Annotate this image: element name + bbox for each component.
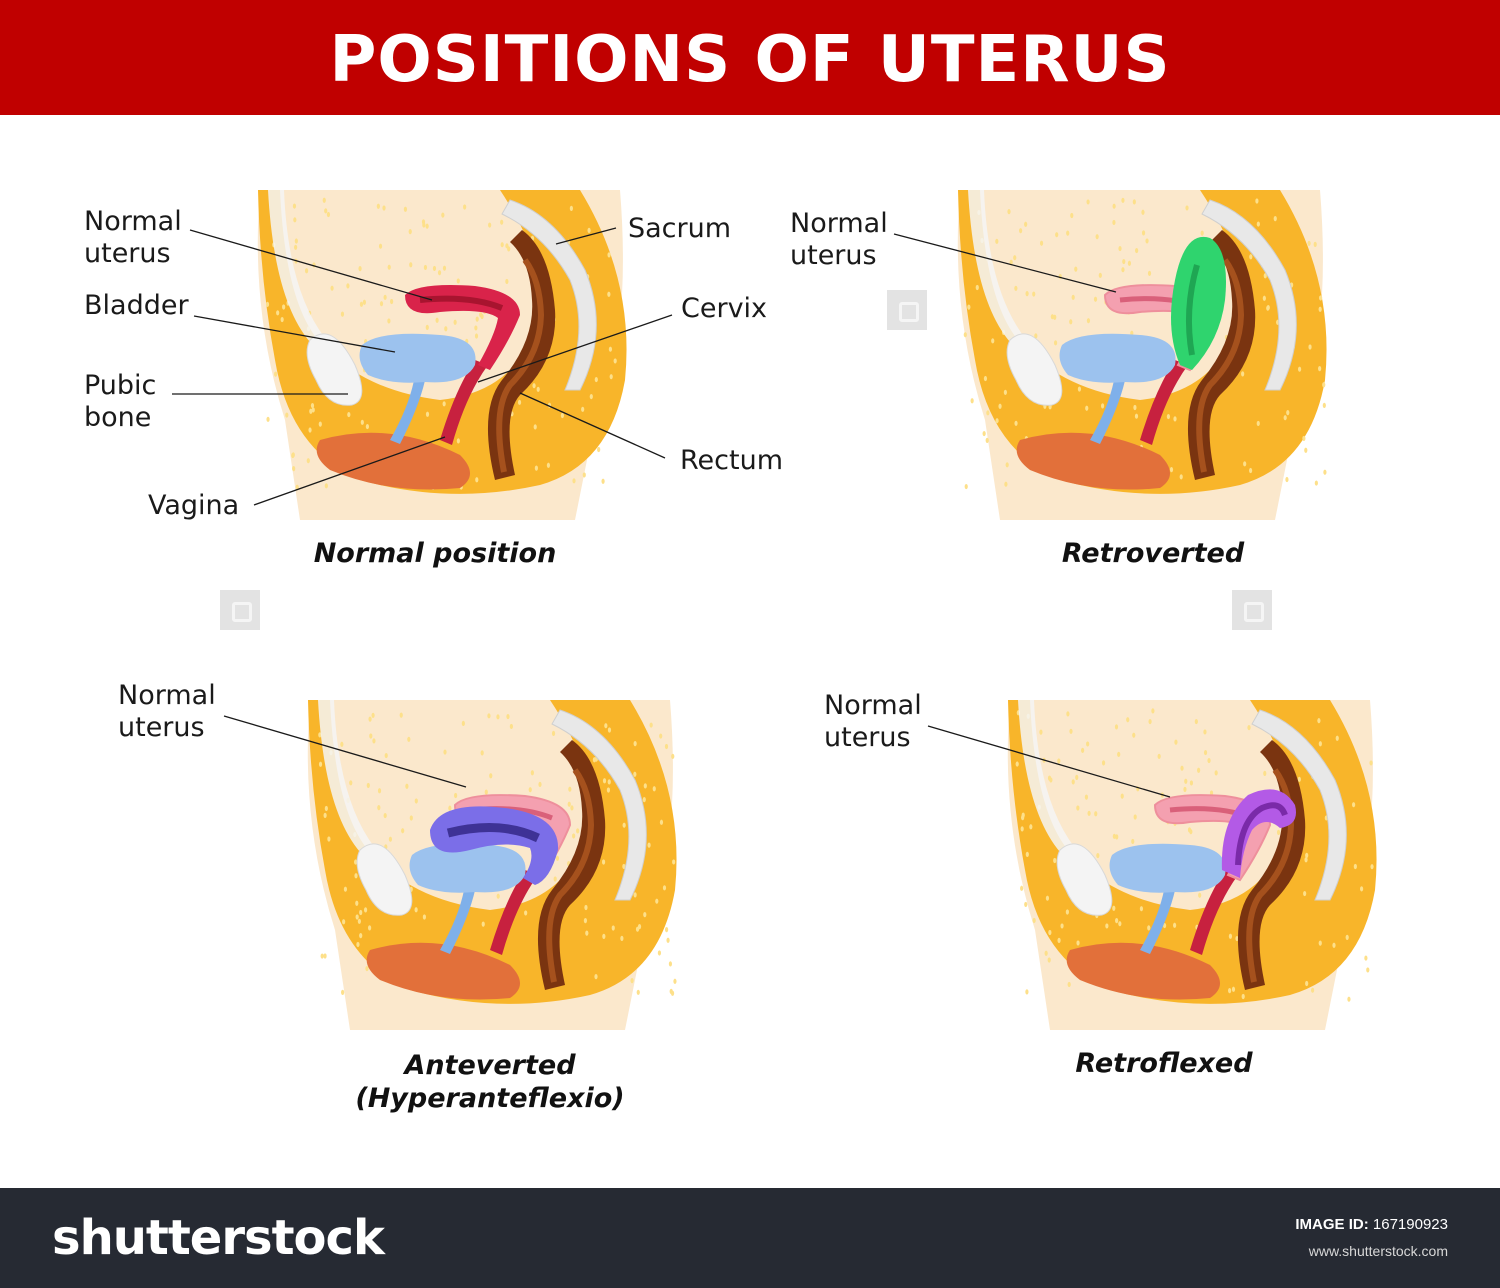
label-normal-uterus: Normal uterus [790, 208, 888, 271]
panel-retroflexed [990, 700, 1390, 1040]
pubic-bone [1056, 843, 1113, 916]
bladder [409, 843, 526, 893]
pelvis-diagram [257, 190, 627, 520]
caption-retroverted: Retroverted [1061, 538, 1245, 569]
uterine-cavity [1185, 264, 1200, 356]
uterus-retroverted [1171, 236, 1226, 370]
header-banner: POSITIONS OF UTERUS [0, 0, 1500, 115]
label-rectum: Rectum [680, 445, 784, 476]
sacrum [1201, 199, 1297, 391]
footer-url: www.shutterstock.com [1308, 1243, 1448, 1259]
caption-anteverted: Anteverted (Hyperanteflexio) [355, 1050, 625, 1114]
pelvic-floor-muscle [366, 942, 520, 1000]
label-normal-uterus: Normal uterus [824, 690, 922, 753]
watermark-icon [887, 290, 927, 330]
panel-retroverted [940, 190, 1340, 530]
image-id-value: 167190923 [1372, 1216, 1448, 1233]
pelvic-floor-muscle [1016, 432, 1170, 490]
urethra [390, 375, 426, 444]
watermark-icon [220, 590, 260, 630]
sacrum [551, 709, 647, 901]
rectum-lumen [546, 768, 595, 983]
caption-retroflexed: Retroflexed [1075, 1048, 1253, 1079]
bladder [1109, 843, 1226, 893]
fat-layer [958, 190, 1327, 494]
watermark-icon [1232, 590, 1272, 630]
sacrum [1251, 709, 1347, 901]
vagina [440, 360, 488, 445]
vagina [490, 870, 538, 955]
label-bladder: Bladder [84, 290, 189, 321]
uterine-cavity [1235, 802, 1288, 866]
pubic-bone [356, 843, 413, 916]
vagina [1140, 360, 1188, 445]
pelvis-diagram [1007, 700, 1377, 1030]
pelvis-diagram [307, 700, 677, 1030]
urethra [1090, 375, 1126, 444]
shutterstock-logo: shutterstock [52, 1210, 385, 1266]
fat-layer [308, 700, 677, 1004]
label-pubic-bone: Pubic bone [84, 370, 157, 433]
pubic-bone [1006, 333, 1063, 406]
image-id-label: IMAGE ID: [1295, 1216, 1369, 1233]
label-cervix: Cervix [681, 293, 768, 324]
pelvis-diagram [957, 190, 1327, 520]
panel-normal-position [240, 190, 640, 530]
abdominal-wall [268, 190, 325, 342]
urethra [440, 885, 476, 954]
label-vagina: Vagina [148, 490, 240, 521]
fat-layer [1008, 700, 1377, 1004]
pelvic-floor-muscle [1066, 942, 1220, 1000]
vagina [1190, 870, 1238, 955]
rectum-lumen [1196, 258, 1245, 473]
label-sacrum: Sacrum [628, 213, 732, 244]
bladder [359, 333, 476, 383]
abdominal-wall [968, 190, 1025, 342]
image-id: IMAGE ID: 167190923 [1295, 1216, 1448, 1233]
label-normal-uterus: Normal uterus [118, 680, 216, 743]
caption-normal-position: Normal position [313, 538, 557, 569]
uterine-cavity [446, 823, 540, 843]
label-normal-uterus: Normal uterus [84, 206, 182, 269]
panel-anteverted [290, 700, 690, 1040]
page-title: POSITIONS OF UTERUS [329, 22, 1171, 97]
urethra [1140, 885, 1176, 954]
footer-bar: shutterstock IMAGE ID: 167190923 www.shu… [0, 1188, 1500, 1288]
bladder [1059, 333, 1176, 383]
